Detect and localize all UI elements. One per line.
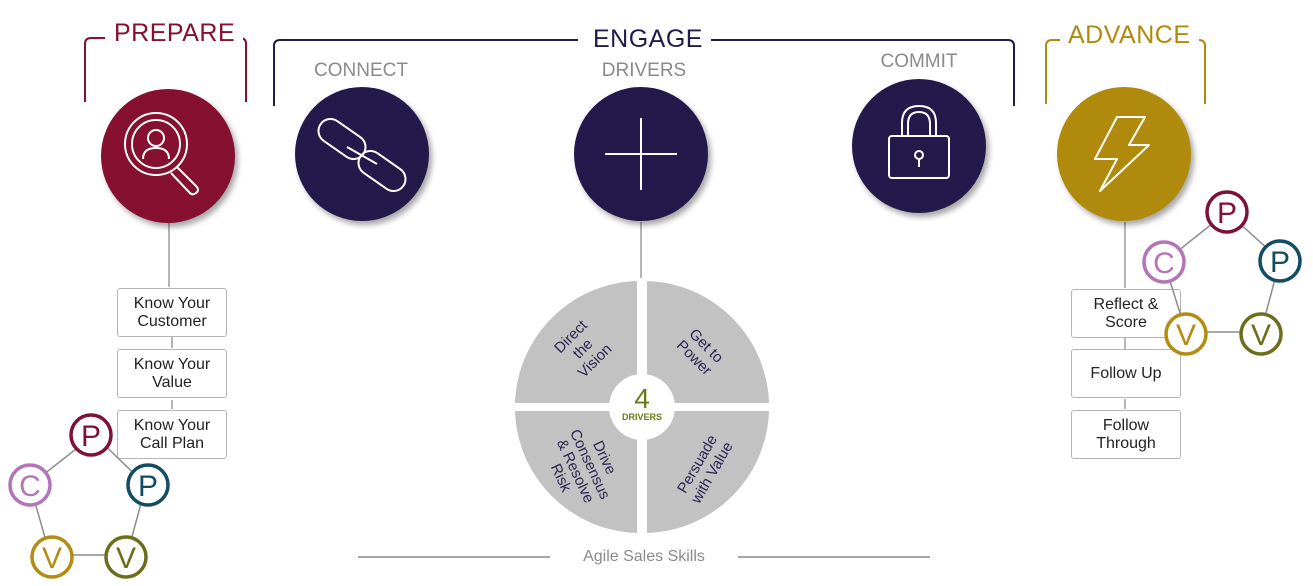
link-icon (317, 117, 407, 193)
commit-circle[interactable] (852, 79, 986, 213)
badge-p-right: P (126, 463, 170, 507)
quadrant-direct-the-vision (515, 281, 637, 403)
phase-label-connect: CONNECT (314, 60, 408, 81)
quadrant-get-to-power (647, 281, 769, 403)
stage-title-advance: ADVANCE (1060, 21, 1199, 49)
footer-label: Agile Sales Skills (583, 548, 705, 565)
drivers-circle[interactable] (574, 87, 708, 221)
stage-title-prepare: PREPARE (106, 19, 244, 47)
step-label-line1: Follow (1102, 416, 1150, 434)
connect-circle[interactable] (295, 87, 429, 221)
advance-circle[interactable] (1057, 87, 1191, 221)
badge-v-right: V (104, 535, 148, 579)
phase-label-commit: COMMIT (880, 51, 958, 72)
badge-c: C (8, 463, 52, 507)
svg-text:V: V (42, 542, 62, 575)
badge-p-top: P (69, 413, 113, 457)
quadrant-persuade-with-value (647, 411, 769, 533)
svg-text:V: V (1251, 319, 1271, 352)
step-label-line2: Call Plan (139, 434, 204, 452)
lock-icon (888, 104, 950, 179)
step-label-line1: Follow Up (1090, 364, 1162, 382)
svg-text:P: P (81, 420, 101, 453)
wheel-center (609, 374, 675, 440)
svg-text:V: V (1176, 319, 1196, 352)
badge-p-top: P (1205, 190, 1249, 234)
badge-c: C (1142, 240, 1186, 284)
step-label-line2: Customer (137, 312, 207, 330)
step-label-line2: Score (1105, 313, 1147, 331)
step-label-line2: Value (152, 373, 192, 391)
svg-text:C: C (1153, 247, 1175, 280)
svg-text:C: C (19, 470, 41, 503)
search-customer-icon (124, 112, 199, 196)
step-label-line1: Know Your (133, 416, 211, 434)
step-reflect-and-score[interactable]: Reflect &Score (1071, 289, 1181, 338)
pcpvv-pentagon-left: P C P V V (8, 413, 170, 579)
svg-text:P: P (1270, 246, 1290, 279)
prepare-circle[interactable] (101, 89, 235, 223)
step-label-line2: Through (1096, 434, 1156, 452)
badge-v-left: V (30, 535, 74, 579)
badge-v-right: V (1239, 312, 1283, 356)
badge-v-left: V (1164, 312, 1208, 356)
phase-label-drivers: DRIVERS (601, 60, 687, 81)
pcpvv-pentagon-right: P C P V V (1142, 190, 1302, 356)
plus-icon (605, 118, 677, 190)
svg-text:V: V (116, 542, 136, 575)
step-label-line1: Know Your (133, 294, 211, 312)
svg-text:P: P (138, 470, 158, 503)
quadrant-drive-consensus (515, 411, 637, 533)
step-follow-up[interactable]: Follow Up (1071, 349, 1181, 398)
step-label-line1: Know Your (133, 355, 211, 373)
drivers-center-label: DRIVERS (622, 412, 662, 422)
drivers-wheel: 4 DRIVERS Direct the Vision Get to Power… (515, 281, 769, 533)
svg-text:P: P (1217, 197, 1237, 230)
stage-title-engage: ENGAGE (585, 25, 711, 53)
step-label-line1: Reflect & (1093, 295, 1159, 313)
badge-p-right: P (1258, 239, 1302, 283)
drivers-count: 4 (634, 383, 650, 414)
lightning-icon (1094, 116, 1150, 192)
